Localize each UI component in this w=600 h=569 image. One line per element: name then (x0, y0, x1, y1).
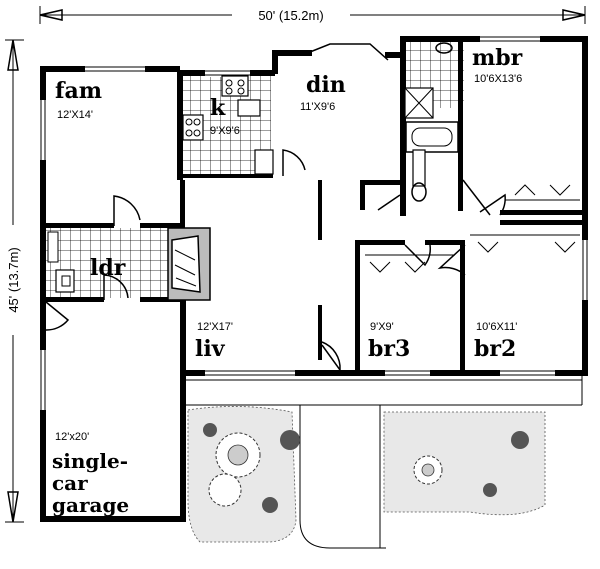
kitchen-fixtures (182, 75, 274, 175)
din-name: din (306, 72, 346, 98)
laundry-fixtures (47, 231, 75, 293)
garage-name-line2: car (52, 471, 88, 495)
kitchen-name: k (210, 95, 226, 121)
landscaping (187, 406, 546, 543)
kitchen-size: 9'X9'6 (210, 125, 240, 137)
br3-size: 9'X9' (370, 321, 394, 333)
br3-name: br3 (368, 336, 410, 362)
depth-label: 45' (13.7m) (6, 247, 21, 312)
mbr-size: 10'6X13'6 (474, 73, 522, 85)
garage-name-line1: single- (52, 449, 128, 473)
doors (45, 149, 506, 373)
width-dimension: 50' (15.2m) (39, 6, 586, 24)
din-size: 11'X9'6 (300, 101, 335, 113)
liv-name: liv (195, 336, 226, 362)
br2-name: br2 (474, 336, 516, 362)
porch (186, 376, 583, 549)
windows (39, 35, 589, 410)
garage-size: 12'x20' (55, 431, 89, 443)
closets (365, 184, 580, 273)
width-label: 50' (15.2m) (258, 8, 323, 23)
garage-name-line3: garage (52, 493, 129, 517)
ldr-name: ldr (90, 255, 126, 281)
br2-size: 10'6X11' (476, 321, 517, 333)
liv-size: 12'X17' (197, 321, 233, 333)
bath-fixtures (404, 42, 459, 202)
interior-walls (44, 36, 585, 375)
room-labels: fam 12'X14' k 9'X9'6 din 11'X9'6 mbr 10'… (52, 45, 523, 517)
depth-dimension: 45' (13.7m) (4, 39, 24, 523)
fam-name: fam (55, 78, 102, 104)
fireplace (167, 227, 211, 301)
mbr-name: mbr (472, 45, 523, 71)
fam-size: 12'X14' (57, 109, 93, 121)
